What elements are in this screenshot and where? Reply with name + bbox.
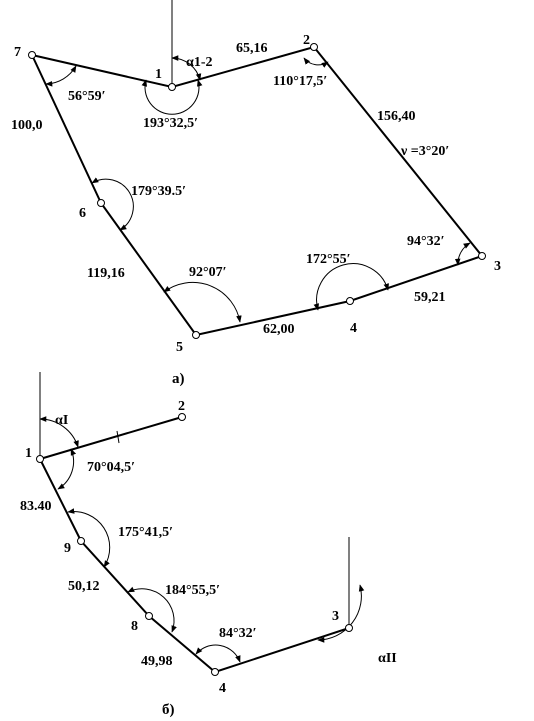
distance-label-3-4: 59,21: [414, 290, 446, 305]
angle-label-5-a: 92°07′: [189, 265, 227, 280]
figure-b-caption: б): [162, 702, 175, 718]
angle-label-6-a: 179°39.5′: [131, 184, 186, 199]
point-label-6-a: 6: [79, 206, 86, 221]
arc-angle-4-b: [195, 644, 241, 663]
distance-label-5-6: 119,16: [87, 266, 125, 281]
point-label-8-b: 8: [131, 619, 138, 634]
point-label-3-b: 3: [332, 609, 339, 624]
station-1-b: [36, 455, 44, 463]
station-4-a: [346, 297, 354, 305]
distance-label-1-9: 83.40: [20, 499, 52, 514]
figure-a: 7 1 2 3 4 5 6 α1-2 193°32,5′ 110°17,5′ 9…: [11, 0, 501, 387]
arc-angle-8-b: [127, 586, 177, 633]
station-1-a: [168, 83, 176, 91]
station-7-a: [28, 51, 36, 59]
distance-label-1-2: 65,16: [236, 41, 268, 56]
angle-label-3-a: 94°32′: [407, 234, 445, 249]
station-2-a: [310, 43, 318, 51]
arc-alpha-ii: [317, 584, 365, 643]
angle-label-alpha12: α1-2: [186, 55, 212, 70]
station-5-a: [192, 331, 200, 339]
angle-label-8-b: 184°55,5′: [165, 583, 220, 598]
point-label-2-b: 2: [178, 399, 185, 414]
arc-angle-1-b: [57, 448, 77, 490]
point-label-7-a: 7: [14, 45, 21, 60]
angle-label-9-b: 175°41,5′: [118, 525, 173, 540]
distance-label-4-5: 62,00: [263, 322, 295, 337]
angular-misclosure-label: ν =3°20′: [400, 144, 449, 159]
station-8-b: [145, 612, 153, 620]
point-label-9-b: 9: [64, 541, 71, 556]
open-traverse-b: [39, 458, 350, 674]
station-4-b: [211, 668, 219, 676]
station-9-b: [77, 537, 85, 545]
angle-label-alpha-ii: αII: [378, 651, 397, 666]
distance-label-2-3: 156,40: [377, 109, 416, 124]
angle-label-7-a: 56°59′: [68, 89, 106, 104]
arc-alpha12: [171, 55, 202, 81]
tick-mark: [116, 430, 120, 444]
angle-label-1-b: 70°04,5′: [87, 460, 135, 475]
angle-label-1-a: 193°32,5′: [143, 116, 198, 131]
point-label-4-b: 4: [219, 681, 226, 696]
arc-angle-7: [45, 65, 77, 87]
station-6-a: [97, 199, 105, 207]
arc-angle-4: [313, 263, 389, 311]
angle-label-2-a: 110°17,5′: [273, 74, 327, 89]
arc-angle-1: [141, 79, 203, 115]
distance-label-6-7: 100,0: [11, 118, 43, 133]
station-3-b: [345, 624, 353, 632]
arc-angle-9-b: [67, 508, 111, 568]
point-label-1-a: 1: [155, 67, 162, 82]
point-label-4-a: 4: [350, 321, 357, 336]
angle-label-alpha-i: αI: [55, 413, 68, 428]
figure-a-caption: а): [172, 371, 185, 387]
point-label-2-a: 2: [303, 33, 310, 48]
angle-label-4-b: 84°32′: [219, 626, 257, 641]
arc-angle-6: [91, 177, 134, 231]
angle-label-4-a: 172°55′: [306, 252, 351, 267]
arc-angle-3: [454, 242, 471, 266]
station-3-a: [478, 252, 486, 260]
arc-angle-2: [303, 57, 329, 68]
point-label-1-b: 1: [25, 446, 32, 461]
arc-alpha-i: [39, 416, 79, 448]
distance-label-8-4: 49,98: [141, 654, 173, 669]
point-label-3-a: 3: [494, 259, 501, 274]
arc-angle-5: [163, 281, 242, 323]
point-label-5-a: 5: [176, 340, 183, 355]
station-2-b: [178, 413, 186, 421]
distance-label-9-8: 50,12: [68, 579, 100, 594]
figure-b: 1 2 9 8 4 3 αI 70°04,5′ 175°41,5′ 184°55…: [20, 372, 397, 718]
